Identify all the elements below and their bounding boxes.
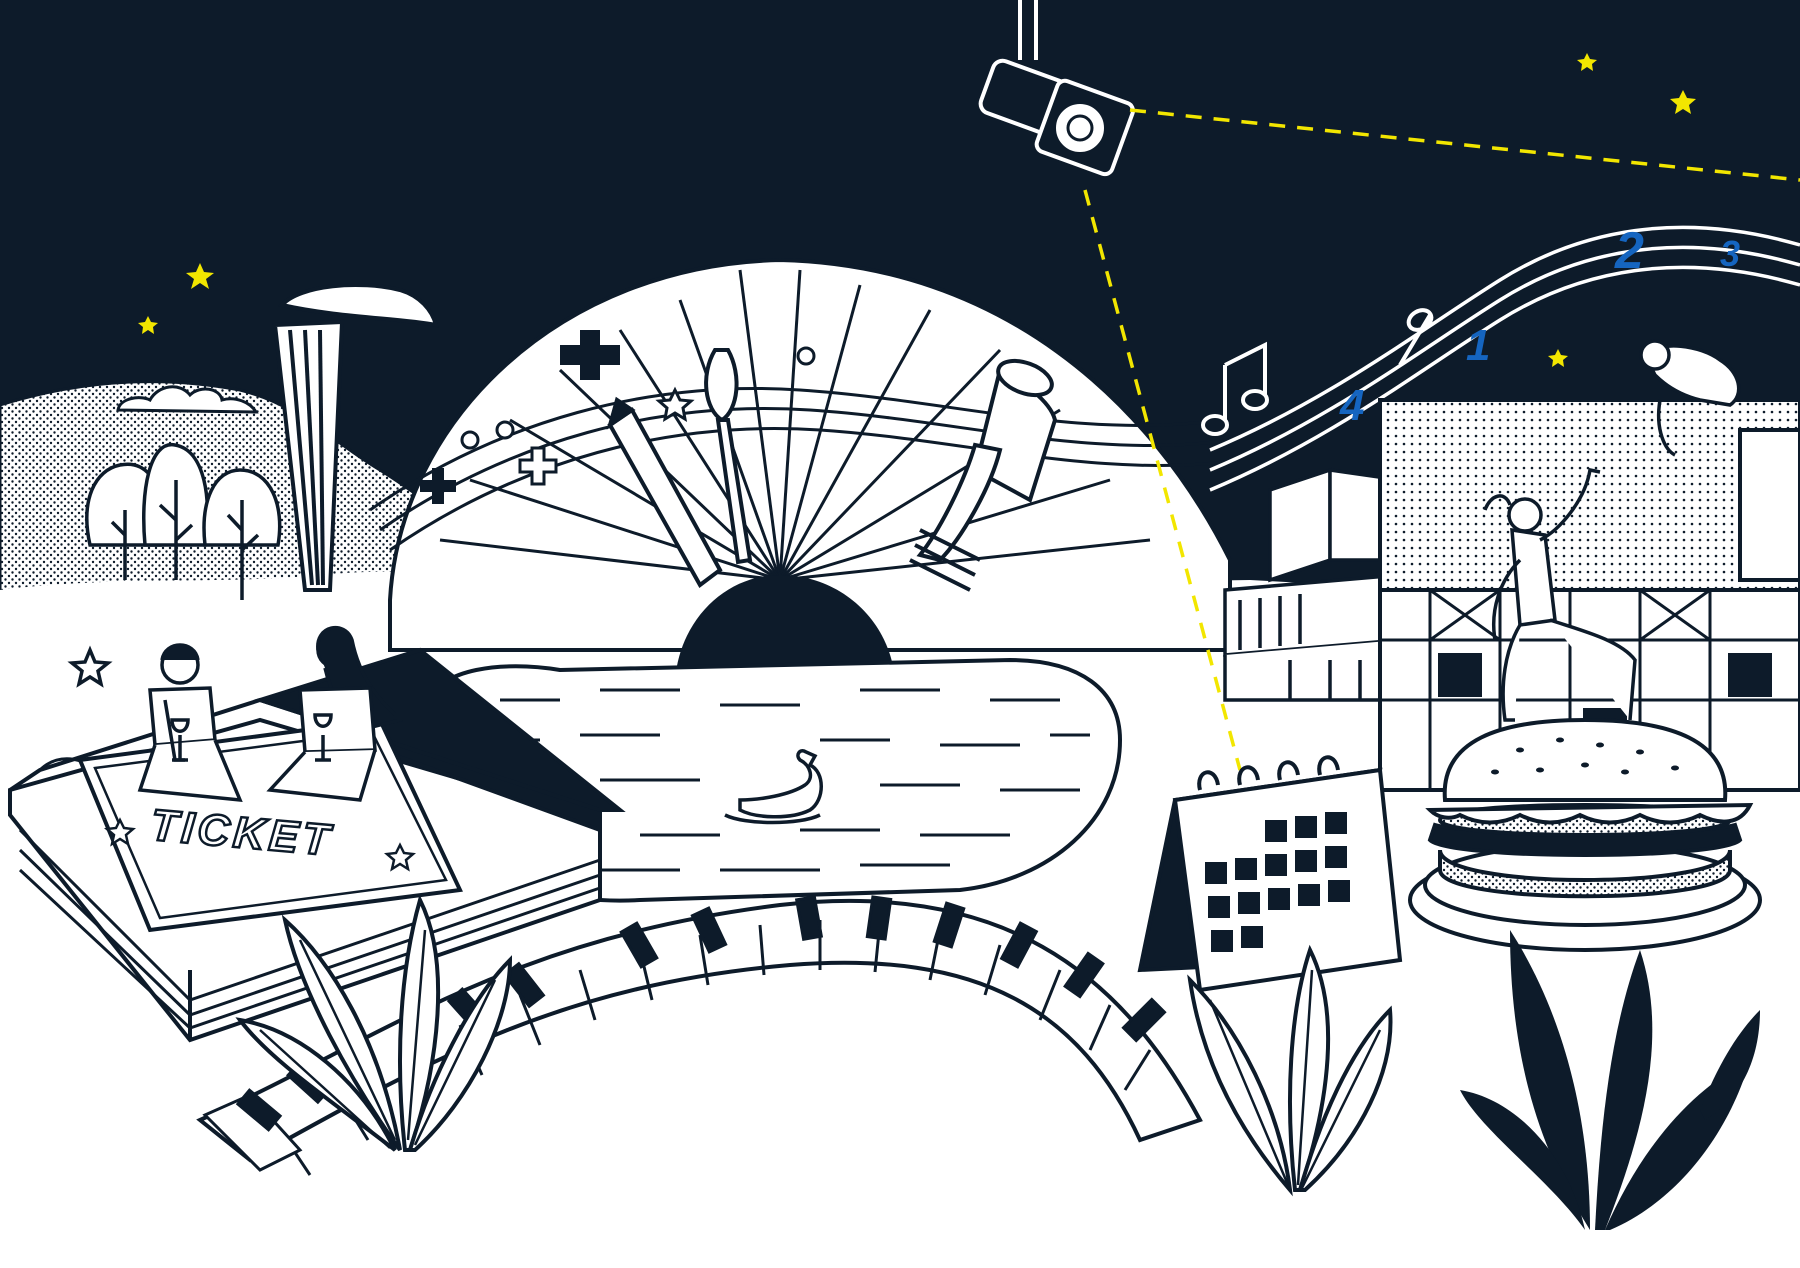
star-icon bbox=[1548, 349, 1568, 367]
staff-number: 2 bbox=[1614, 222, 1644, 280]
star-icon bbox=[1577, 53, 1597, 71]
plant-icon bbox=[1187, 944, 1393, 1197]
burger-icon bbox=[1408, 717, 1762, 952]
calendar-icon bbox=[1137, 755, 1403, 993]
star-icon bbox=[384, 842, 416, 872]
trumpet-icon bbox=[909, 358, 1058, 592]
star-icon bbox=[138, 316, 158, 334]
staff-numbers: 4 1 2 3 bbox=[1339, 222, 1740, 430]
spotlight-icon bbox=[978, 0, 1135, 177]
plant-icon-dark bbox=[1460, 930, 1760, 1230]
cloud bbox=[116, 385, 259, 414]
puzzle-icon bbox=[560, 330, 620, 380]
stars bbox=[138, 53, 1696, 367]
pencil-icon bbox=[606, 396, 723, 588]
spotlight-beams bbox=[1083, 108, 1800, 771]
water-tower-icon bbox=[272, 283, 439, 592]
star-icon bbox=[1670, 90, 1696, 114]
couple-figures bbox=[67, 625, 404, 803]
plant-icon bbox=[235, 894, 513, 1152]
dancer-figure bbox=[1483, 467, 1637, 722]
duck-icon bbox=[724, 749, 823, 825]
star-icon bbox=[655, 386, 695, 422]
staff-number: 1 bbox=[1466, 321, 1490, 370]
statue-icon bbox=[1639, 339, 1741, 457]
star-icon bbox=[104, 817, 136, 847]
dark-sun bbox=[675, 575, 895, 680]
staff-number: 4 bbox=[1339, 381, 1364, 430]
star-icon bbox=[67, 645, 113, 688]
music-staff bbox=[1209, 225, 1800, 492]
paintbrush-icon bbox=[704, 348, 753, 565]
staff-number: 3 bbox=[1720, 233, 1740, 274]
music-note-icon bbox=[1201, 308, 1434, 436]
sunburst bbox=[369, 257, 1241, 680]
star-icon bbox=[186, 263, 214, 289]
